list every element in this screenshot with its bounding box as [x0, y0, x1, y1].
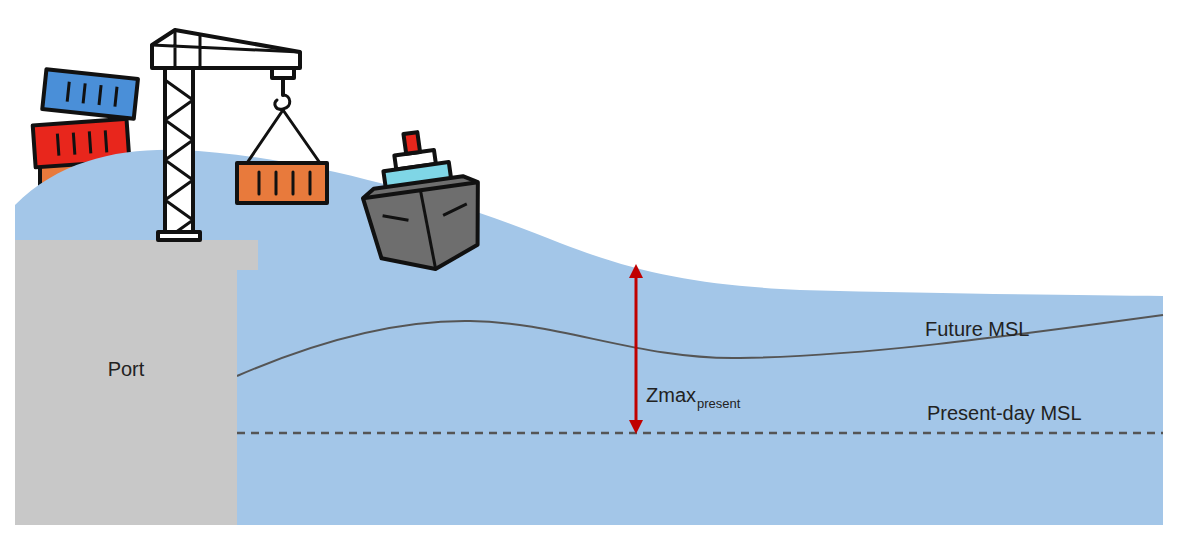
- quay-lip: [15, 240, 258, 270]
- ship: [355, 125, 489, 278]
- zmax-arrow: [629, 264, 643, 434]
- port-block: Port: [15, 270, 237, 525]
- present-msl-line: [237, 432, 1163, 435]
- node-label: Port: [108, 358, 145, 381]
- crane: [152, 30, 327, 240]
- future-msl-line: [237, 315, 1163, 376]
- zmax-label: Zmax: [646, 384, 696, 406]
- present-msl-label: Present-day MSL: [927, 402, 1082, 424]
- future-msl-label: Future MSL: [925, 318, 1029, 340]
- zmax-subscript: present: [697, 397, 740, 411]
